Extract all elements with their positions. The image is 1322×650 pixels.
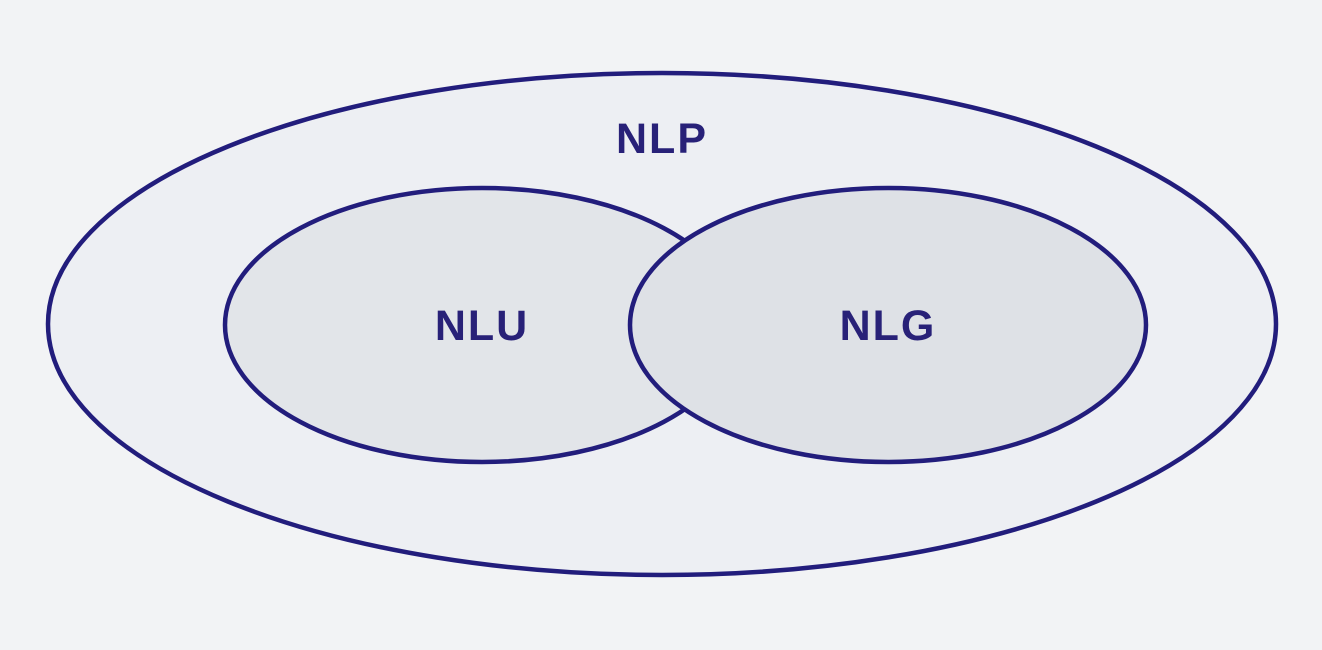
nlg-label: NLG bbox=[840, 302, 937, 350]
nlg-ellipse bbox=[627, 185, 1149, 465]
nlu-label: NLU bbox=[435, 302, 529, 350]
nlp-label: NLP bbox=[616, 115, 708, 163]
